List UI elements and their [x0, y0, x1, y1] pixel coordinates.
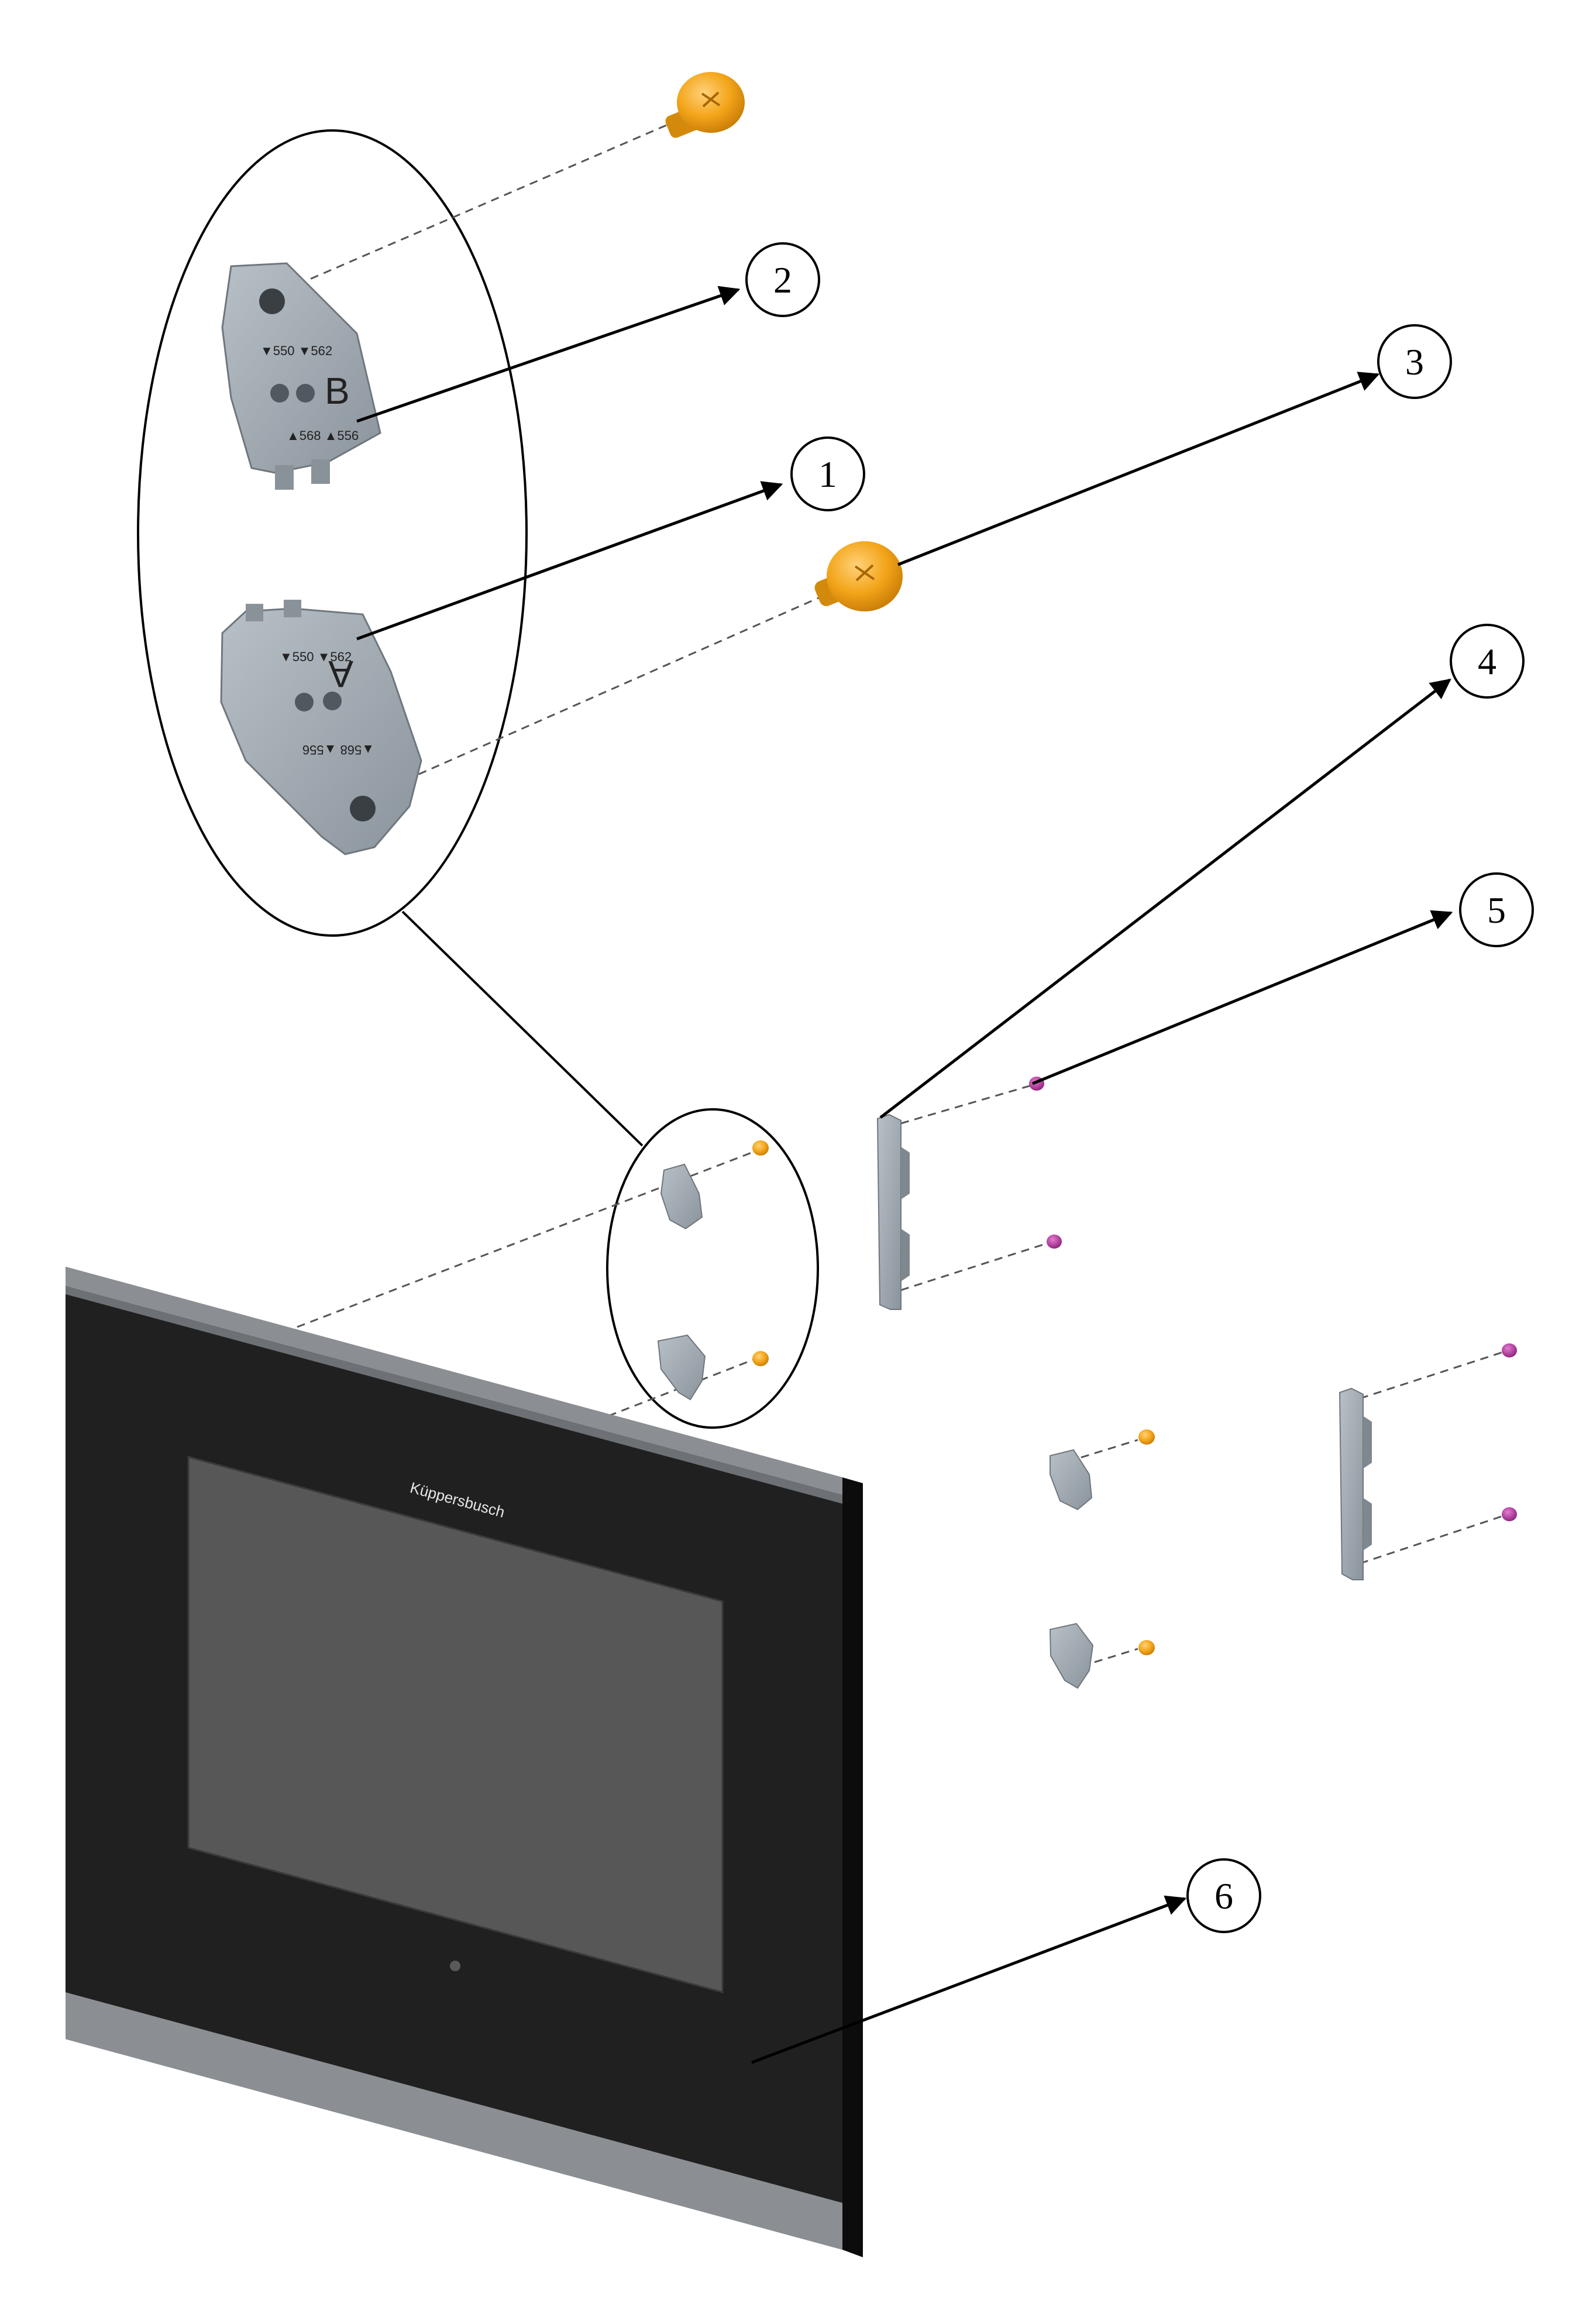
purple-screw-3-icon	[1502, 1343, 1517, 1357]
svg-text:3: 3	[1405, 341, 1424, 383]
plate-b-letter: B	[325, 370, 350, 412]
callout-6: 6	[1186, 1858, 1261, 1933]
callout-4: 4	[1450, 624, 1525, 699]
small-screw-upper-icon	[752, 1140, 769, 1156]
purple-screw-4-icon	[1502, 1507, 1517, 1521]
detail-leader-line	[401, 910, 644, 1147]
plate-a-top-marks: ▼550 ▼562	[280, 649, 352, 664]
small-screw-right-lower-icon	[1138, 1640, 1155, 1655]
callout-2: 2	[745, 242, 820, 317]
svg-text:5: 5	[1487, 889, 1506, 931]
plate-a-letter: A	[328, 653, 353, 695]
plate-b-top-marks: ▼550 ▼562	[260, 343, 332, 358]
svg-text:1: 1	[818, 453, 837, 495]
plate-b-bottom-marks: ▲568 ▲556	[287, 428, 359, 443]
small-plate-upper	[660, 1163, 703, 1230]
svg-text:6: 6	[1214, 1875, 1233, 1917]
callout-arrows	[356, 286, 1453, 2064]
plate-a: ▼550 ▼562 A ▲568 ▲556	[220, 600, 422, 855]
callout-1: 1	[790, 436, 865, 511]
callout-5: 5	[1459, 872, 1534, 947]
screw-top-icon	[665, 72, 745, 138]
svg-text:2: 2	[773, 259, 792, 301]
bracket-left	[876, 1113, 910, 1310]
small-plate-right-upper	[1050, 1449, 1093, 1511]
door-panel: Küppersbusch	[66, 1267, 863, 2257]
plate-a-bottom-marks: ▲568 ▲556	[302, 742, 374, 757]
svg-text:4: 4	[1478, 641, 1496, 682]
small-screw-lower-icon	[752, 1351, 769, 1366]
small-plate-right-lower	[1049, 1622, 1094, 1689]
bracket-right	[1339, 1387, 1372, 1580]
small-detail-ellipse	[606, 1108, 819, 1429]
small-plate-lower	[657, 1334, 706, 1401]
purple-screw-2-icon	[1047, 1235, 1062, 1249]
callout-3: 3	[1377, 324, 1452, 399]
detail-ellipse	[137, 129, 528, 937]
screw-3-icon	[814, 541, 903, 611]
plate-b: ▼550 ▼562 B ▲568 ▲556	[221, 262, 381, 490]
small-screw-right-upper-icon	[1138, 1429, 1155, 1445]
